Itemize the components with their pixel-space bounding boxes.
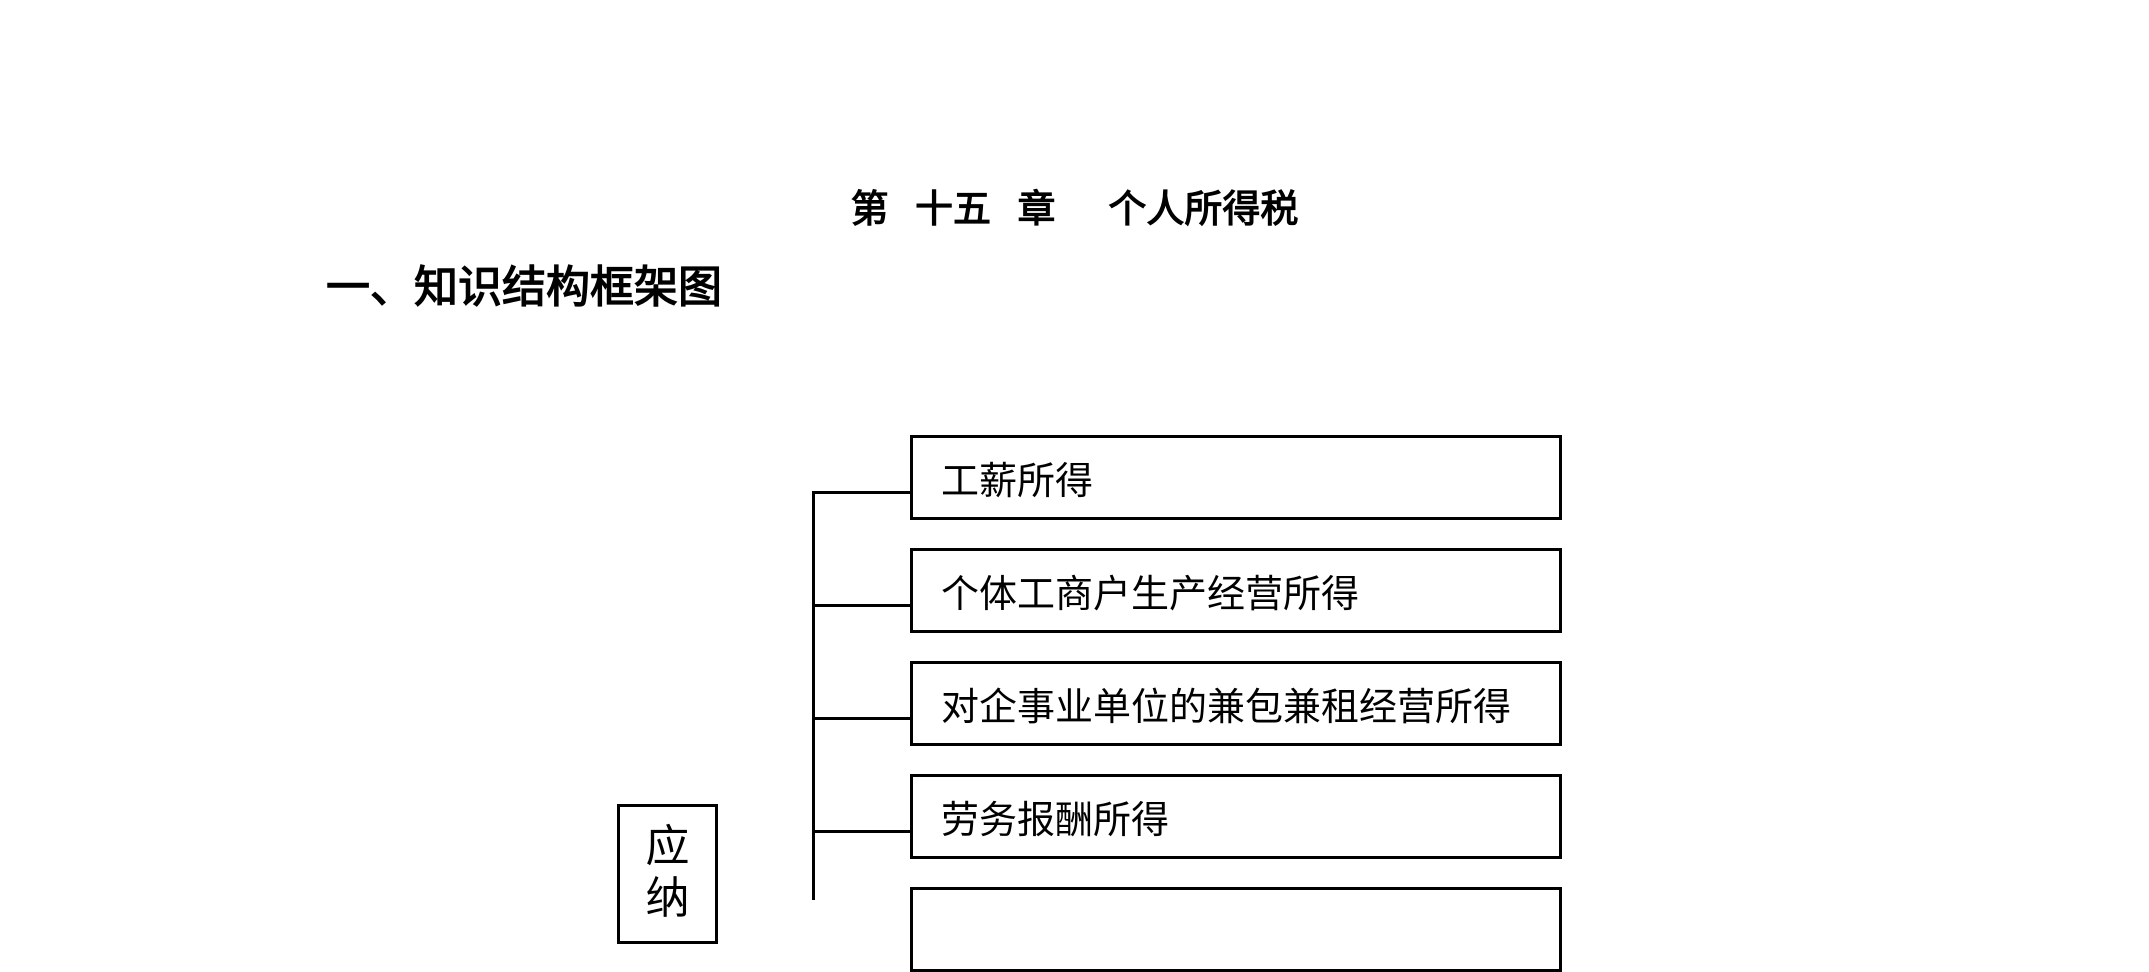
income-category-box-contract-lease: 对企事业单位的兼包兼租经营所得 <box>910 661 1562 746</box>
connector-branch <box>812 491 910 494</box>
income-category-box-labor-remuneration: 劳务报酬所得 <box>910 774 1562 859</box>
root-node-char: 纳 <box>645 873 690 924</box>
root-node-char: 应 <box>645 821 690 872</box>
chapter-title: 第 十五 章 个人所得税 <box>850 186 1299 231</box>
section-heading: 一、知识结构框架图 <box>326 262 722 313</box>
connector-spine <box>812 491 815 900</box>
income-category-label: 工薪所得 <box>941 459 1094 503</box>
income-category-label: 劳务报酬所得 <box>941 798 1170 842</box>
knowledge-structure-diagram: 应 纳 工薪所得 个体工商户生产经营所得 对企事业单位的兼包兼租经营所得 劳务报… <box>617 435 1562 972</box>
connector-branch <box>812 604 910 607</box>
income-category-label: 个体工商户生产经营所得 <box>941 572 1360 616</box>
root-node-box: 应 纳 <box>617 804 718 944</box>
income-category-box-wages: 工薪所得 <box>910 435 1562 520</box>
connector-branch <box>812 830 910 833</box>
income-category-label: 对企事业单位的兼包兼租经营所得 <box>941 685 1512 729</box>
connector-branch <box>812 717 910 720</box>
income-category-box-individual-business: 个体工商户生产经营所得 <box>910 548 1562 633</box>
